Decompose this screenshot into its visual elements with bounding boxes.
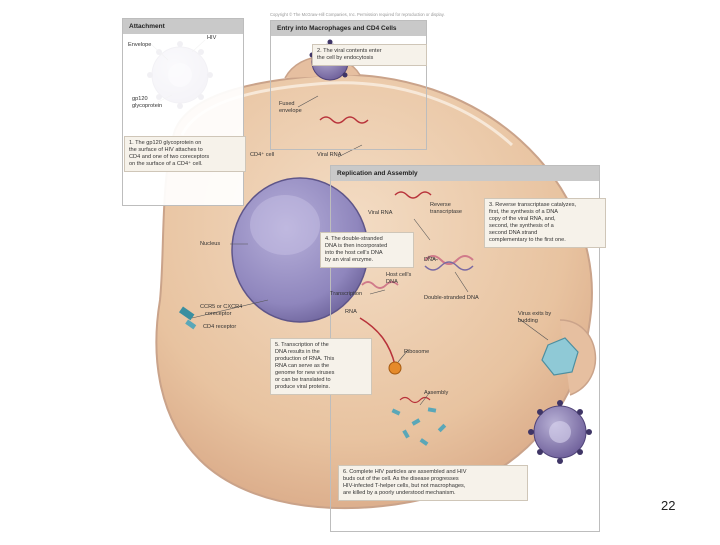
- host-dna-label-line1: Host cell's: [386, 272, 412, 278]
- reverse-transcriptase-label-line2: transcriptase: [430, 209, 463, 215]
- viral-rna-strand: [319, 116, 369, 124]
- receptor-label-line1: CCR5 or CXCR4: [200, 304, 243, 310]
- assembly-label: Assembly: [424, 390, 449, 396]
- virus-exits-label-line2: budding: [518, 318, 538, 324]
- attachment-title: Attachment: [123, 19, 243, 34]
- receptor-label-line3: CD4 receptor: [203, 324, 237, 330]
- host-dna-strand: [361, 281, 399, 289]
- copyright-notice: Copyright © The McGraw-Hill Companies, I…: [270, 12, 445, 17]
- step-2-text: 2. The viral contents enter the cell by …: [312, 44, 427, 66]
- virus-exits-label-line1: Virus exits by: [518, 311, 552, 317]
- double-stranded-dna: [424, 255, 474, 265]
- reverse-transcriptase-label-line1: Reverse: [430, 202, 451, 208]
- host-dna-label-line2: DNA: [386, 279, 398, 285]
- viral-rna-entry-label: Viral RNA: [317, 152, 342, 158]
- step-3-text: 3. Reverse transcriptase catalyzes, firs…: [484, 198, 606, 248]
- rna-label: RNA: [345, 309, 357, 315]
- transcription-label: Transcription: [330, 291, 363, 297]
- hiv-virion-released: [528, 400, 592, 464]
- step-6-text: 6. Complete HIV particles are assembled …: [338, 465, 528, 501]
- replication-title: Replication and Assembly: [331, 166, 599, 181]
- nucleus-highlight: [250, 195, 320, 255]
- cd4-receptor-shape: [178, 306, 195, 321]
- gp120-label-line2: glycoprotein: [132, 103, 163, 109]
- double-stranded-dna-2: [424, 261, 474, 271]
- step-1-text: 1. The gp120 glycoprotein on the surface…: [124, 136, 246, 172]
- cd4-cell-label: CD4⁺ cell: [250, 152, 275, 158]
- fused-envelope-label-line2: envelope: [279, 108, 302, 114]
- membrane-budding-bulge: [559, 319, 597, 396]
- ribosome-label: Ribosome: [404, 349, 430, 355]
- ribosome-shape: [388, 361, 402, 375]
- entry-panel: Entry into Macrophages and CD4 Cells: [270, 20, 427, 150]
- hiv-label: HIV: [207, 35, 217, 41]
- step-5-text: 5. Transcription of the DNA results in t…: [270, 338, 372, 395]
- budding-virion-capsid: [541, 337, 579, 376]
- attachment-panel: Attachment: [122, 18, 244, 206]
- coreceptor-shape: [185, 319, 197, 330]
- entry-title: Entry into Macrophages and CD4 Cells: [271, 21, 426, 36]
- step-4-text: 4. The double-stranded DNA is then incor…: [320, 232, 414, 268]
- gp120-label-line1: gp120: [132, 96, 148, 102]
- assembly-rna: [399, 396, 431, 404]
- viral-rna-strand-2: [394, 191, 432, 199]
- double-stranded-dna-label: Double-stranded DNA: [424, 295, 479, 301]
- envelope-label: Envelope: [128, 42, 152, 48]
- dna-label: DNA: [424, 257, 436, 263]
- page-number: 22: [661, 498, 676, 513]
- viral-rna-replication-label: Viral RNA: [368, 210, 393, 216]
- mrna-strand: [359, 317, 396, 366]
- nucleus-label: Nucleus: [200, 241, 221, 247]
- viral-protein-fragments: [391, 407, 447, 446]
- fused-envelope-label-line1: Fused: [279, 101, 295, 107]
- receptor-label-line2: coreceptor: [205, 311, 232, 317]
